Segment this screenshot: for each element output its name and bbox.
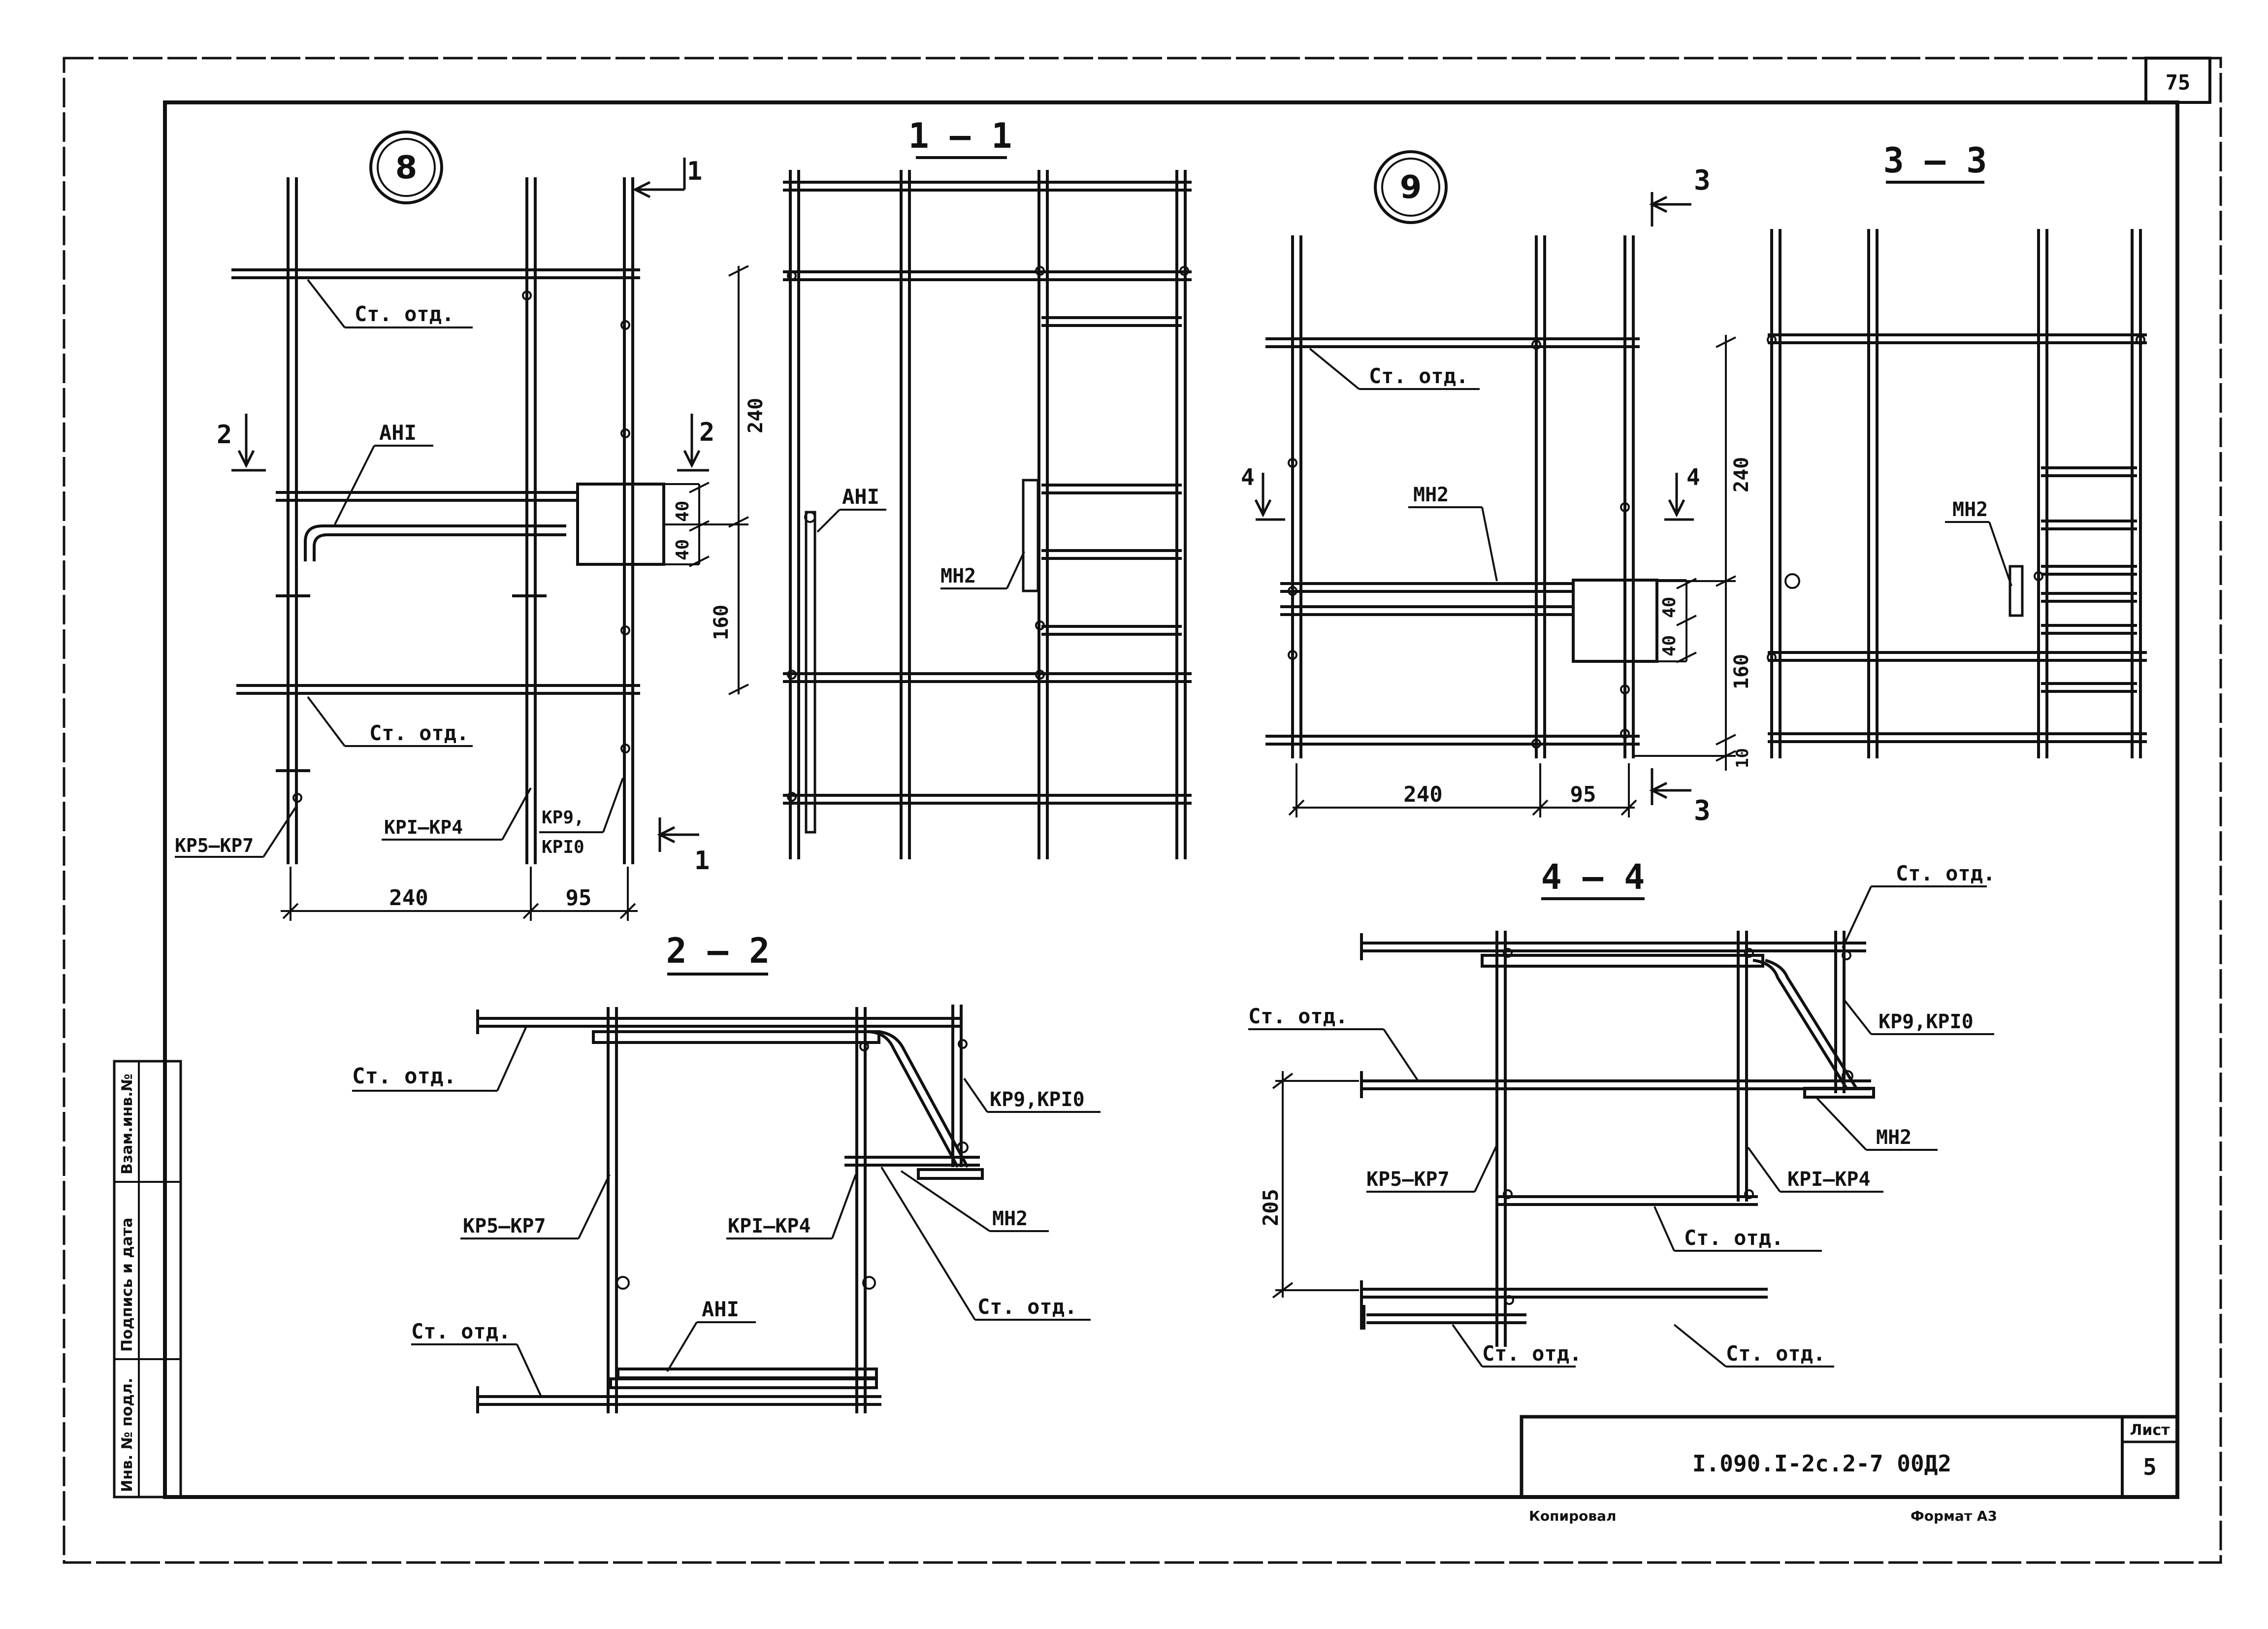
section-2-2-label-an: АНI [702, 1297, 739, 1321]
section-2-2-label-st-bot-left: Ст. отд. [411, 1319, 511, 1343]
node-8-cut-2-left: 2 [217, 420, 232, 450]
node-9-dim-240h: 240 [1403, 782, 1442, 807]
node-8-label-kr9: КР9, [542, 808, 584, 828]
node-8-cut-2-right: 2 [699, 418, 714, 447]
node-9: 9 [1241, 150, 1753, 827]
drawing-code: I.090.I-2c.2-7 00Д2 [1692, 1450, 1951, 1477]
section-3-3-plate [2009, 565, 2024, 617]
node-9-dim-160v: 160 [1730, 654, 1753, 689]
node-9-cut-3-bot: 3 [1694, 795, 1711, 827]
section-2-2-label-st-bot-right: Ст. отд. [977, 1295, 1077, 1319]
node-8-dim-40b: 40 [673, 539, 693, 560]
copied-label: Копировал [1529, 1508, 1617, 1524]
section-4-4-label-st-mid: Ст. отд. [1684, 1226, 1783, 1250]
inner-frame [163, 100, 2179, 1499]
node-9-dim-40a: 40 [1659, 597, 1680, 618]
section-4-4-label-st-topright: Ст. отд. [1896, 861, 1995, 885]
page-number: 75 [2166, 70, 2191, 95]
node-9-cut-4-right: 4 [1686, 464, 1700, 490]
page-number-box [2144, 57, 2211, 104]
node-8-circle-outer [369, 130, 443, 204]
section-1-1-label-mn: МН2 [940, 565, 976, 587]
node-8-label-an: АНI [379, 421, 417, 445]
section-2-2: 2 – 2 [352, 931, 1101, 1413]
node-8-cut-1-bot: 1 [694, 846, 710, 876]
node-9-dim-40b: 40 [1659, 635, 1680, 656]
node-9-cut-4-left: 4 [1241, 464, 1255, 490]
node-8-label-st-top: Ст. отд. [355, 302, 454, 326]
node-8-dim-240h: 240 [389, 885, 428, 911]
section-1-1-label-an: АНI [842, 485, 879, 509]
section-4-4-label-st-topleft: Ст. отд. [1248, 1004, 1348, 1028]
list-number: 5 [2143, 1454, 2157, 1480]
list-label: Лист [2130, 1422, 2170, 1439]
section-4-4-label-mn: МН2 [1876, 1126, 1912, 1149]
section-3-3-title: 3 – 3 [1883, 140, 1987, 181]
stamp-replace: Взам.инв.№ [119, 1074, 136, 1174]
section-4-4-dim-205: 205 [1259, 1189, 1283, 1226]
node-8-dim-160v: 160 [710, 605, 733, 640]
node-8-label-st-bottom: Ст. отд. [369, 721, 469, 745]
title-block: I.090.I-2c.2-7 00Д2 Лист 5 [1520, 1415, 2179, 1499]
node-9-dim-10v: 10 [1733, 748, 1752, 768]
node-9-dim-95h: 95 [1570, 782, 1596, 807]
node-9-label-mn: МН2 [1413, 484, 1449, 506]
stamp-sign: Подпись и дата [119, 1218, 136, 1352]
node-9-cut-3-top: 3 [1694, 164, 1711, 196]
section-4-4-label-st-botright: Ст. отд. [1726, 1341, 1825, 1366]
node-8-dim-40a: 40 [673, 501, 693, 522]
section-4-4-label-st-botleft: Ст. отд. [1482, 1341, 1582, 1366]
node-8-label-kr10: КРI0 [542, 837, 584, 857]
section-4-4-label-kr1: КРI–КР4 [1787, 1168, 1871, 1191]
section-2-2-label-kr5: КР5–КР7 [463, 1215, 546, 1238]
section-4-4: 4 – 4 [1248, 857, 1995, 1368]
section-2-2-title: 2 – 2 [666, 931, 770, 971]
section-4-4-label-kr5: КР5–КР7 [1366, 1168, 1450, 1191]
section-2-2-label-kr9: КР9,КРI0 [990, 1088, 1085, 1111]
outer-frame [63, 57, 2222, 1564]
section-4-4-label-kr9: КР9,КРI0 [1879, 1010, 1974, 1033]
section-3-3: 3 – 3 МН2 [1767, 140, 2147, 758]
node-9-circle-inner [1381, 158, 1440, 217]
section-2-2-label-kr1: КРI–КР4 [728, 1215, 811, 1238]
node-8-plate [576, 483, 665, 566]
node-8-dim-95h: 95 [566, 885, 592, 911]
section-2-2-label-st-top: Ст. отд. [352, 1064, 456, 1089]
node-8: 8 [175, 130, 767, 921]
section-3-3-label-mn: МН2 [1952, 498, 1988, 521]
node-8-circle-inner [377, 138, 436, 197]
node-9-dim-240v: 240 [1730, 457, 1753, 492]
section-1-1-title: 1 – 1 [908, 116, 1012, 156]
section-1-1-plate [1022, 479, 1039, 592]
side-stamp: Инв. № подл. Подпись и дата Взам.инв.№ [113, 1060, 182, 1499]
node-9-plate [1572, 579, 1658, 663]
section-4-4-title: 4 – 4 [1541, 857, 1645, 897]
format-label: Формат А3 [1911, 1508, 1997, 1524]
node-8-dim-240v: 240 [745, 398, 767, 433]
stamp-inv: Инв. № подл. [119, 1378, 136, 1492]
node-8-number: 8 [395, 150, 418, 186]
node-8-cut-1-top: 1 [687, 157, 702, 186]
section-2-2-label-mn: МН2 [992, 1207, 1028, 1230]
node-9-label-st: Ст. отд. [1369, 364, 1468, 388]
node-9-number: 9 [1400, 169, 1422, 206]
node-9-circle-outer [1374, 150, 1448, 224]
node-8-label-kr5: КР5–КР7 [175, 835, 254, 856]
node-8-label-kr1: КРI–КР4 [384, 816, 463, 838]
section-1-1: 1 – 1 АНI МН2 [783, 116, 1192, 859]
